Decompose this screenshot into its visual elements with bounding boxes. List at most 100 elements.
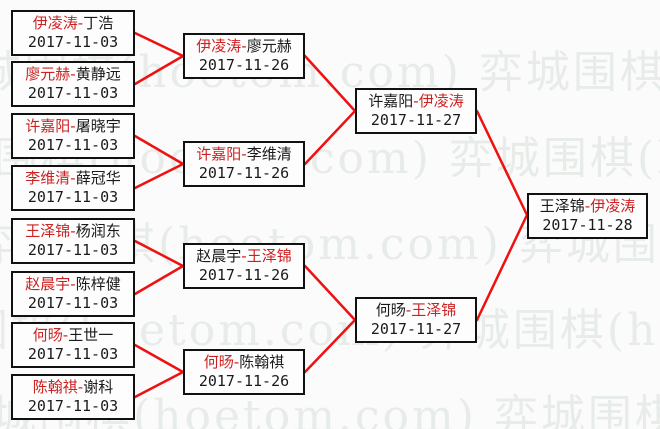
player-name: 何旸 — [32, 326, 63, 344]
match-date: 2017-11-03 — [27, 136, 119, 154]
match-players: 何旸-陈翰祺 — [185, 352, 303, 372]
player-name: 赵晨宇 — [25, 275, 71, 293]
match-date: 2017-11-27 — [370, 320, 462, 338]
match-box-final: 王泽锦-伊凌涛 2017-11-28 — [527, 193, 648, 239]
match-box-r1-m4: 李维清-薛冠华 2017-11-03 — [11, 165, 135, 211]
vs-dash: - — [70, 117, 76, 135]
vs-dash: - — [241, 37, 247, 55]
connector-line — [133, 239, 185, 268]
match-players: 许嘉阳-李维清 — [185, 144, 303, 164]
connector-line — [133, 31, 185, 58]
match-date: 2017-11-26 — [198, 266, 290, 284]
connector-line — [475, 109, 529, 217]
match-box-r1-m7: 何旸-王世一 2017-11-03 — [11, 322, 135, 368]
player-name: 许嘉阳 — [196, 145, 242, 163]
match-date: 2017-11-03 — [27, 294, 119, 312]
vs-dash: - — [413, 92, 419, 110]
match-box-r1-m5: 王泽锦-杨润东 2017-11-03 — [11, 218, 135, 264]
player-name: 何旸 — [375, 301, 406, 319]
connector-line — [475, 213, 529, 322]
player-name: 李维清 — [246, 145, 292, 163]
player-name: 陈翰祺 — [239, 353, 285, 371]
player-name: 伊凌涛 — [32, 14, 78, 32]
player-name: 陈梓健 — [75, 275, 121, 293]
match-players: 许嘉阳-屠晓宇 — [13, 116, 133, 136]
match-players: 赵晨宇-王泽锦 — [185, 246, 303, 266]
vs-dash: - — [405, 301, 412, 319]
vs-dash: - — [70, 275, 76, 293]
connector-line — [133, 54, 185, 86]
player-name: 赵晨宇 — [196, 247, 242, 265]
player-name: 杨润东 — [75, 222, 121, 240]
player-name: 王泽锦 — [539, 197, 585, 215]
match-date: 2017-11-03 — [27, 33, 119, 51]
player-name: 王泽锦 — [411, 301, 457, 319]
vs-dash: - — [70, 222, 76, 240]
vs-dash: - — [62, 326, 69, 344]
match-box-r2-m2: 许嘉阳-李维清 2017-11-26 — [183, 141, 305, 187]
vs-dash: - — [241, 145, 247, 163]
match-date: 2017-11-26 — [198, 164, 290, 182]
connector-line — [133, 162, 185, 190]
player-name: 王世一 — [68, 326, 114, 344]
player-name: 屠晓宇 — [75, 117, 121, 135]
match-date: 2017-11-03 — [27, 241, 119, 259]
vs-dash: - — [233, 353, 240, 371]
match-box-r2-m3: 赵晨宇-王泽锦 2017-11-26 — [183, 243, 305, 289]
match-date: 2017-11-03 — [27, 84, 119, 102]
match-players: 赵晨宇-陈梓健 — [13, 274, 133, 294]
match-players: 李维清-薛冠华 — [13, 168, 133, 188]
match-players: 许嘉阳-伊凌涛 — [357, 91, 475, 111]
player-name: 许嘉阳 — [368, 92, 414, 110]
connector-line — [303, 54, 357, 113]
player-name: 伊凌涛 — [590, 197, 636, 215]
match-box-r2-m1: 伊凌涛-廖元赫 2017-11-26 — [183, 33, 305, 79]
player-name: 谢科 — [83, 378, 114, 396]
player-name: 伊凌涛 — [196, 37, 242, 55]
connector-line — [303, 109, 357, 166]
player-name: 丁浩 — [83, 14, 114, 32]
match-players: 何旸-王世一 — [13, 325, 133, 345]
vs-dash: - — [77, 14, 84, 32]
match-date: 2017-11-03 — [27, 397, 119, 415]
connector-line — [133, 134, 185, 166]
match-players: 何旸-王泽锦 — [357, 300, 475, 320]
player-name: 李维清 — [25, 169, 71, 187]
vs-dash: - — [70, 169, 76, 187]
connector-line — [133, 370, 185, 399]
player-name: 许嘉阳 — [25, 117, 71, 135]
vs-dash: - — [584, 197, 591, 215]
player-name: 王泽锦 — [25, 222, 71, 240]
player-name: 何旸 — [203, 353, 234, 371]
match-box-r1-m8: 陈翰祺-谢科 2017-11-03 — [11, 374, 135, 420]
player-name: 黄静远 — [75, 65, 121, 83]
connector-line — [303, 264, 357, 322]
vs-dash: - — [77, 378, 84, 396]
match-players: 王泽锦-伊凌涛 — [529, 196, 646, 216]
vs-dash: - — [241, 247, 247, 265]
match-players: 王泽锦-杨润东 — [13, 221, 133, 241]
match-date: 2017-11-26 — [198, 372, 290, 390]
match-date: 2017-11-27 — [370, 111, 462, 129]
match-players: 伊凌涛-丁浩 — [13, 13, 133, 33]
match-box-r1-m2: 廖元赫-黄静远 2017-11-03 — [11, 61, 135, 107]
match-box-sf-m1: 许嘉阳-伊凌涛 2017-11-27 — [355, 88, 477, 134]
match-box-r1-m1: 伊凌涛-丁浩 2017-11-03 — [11, 10, 135, 56]
match-box-sf-m2: 何旸-王泽锦 2017-11-27 — [355, 297, 477, 343]
match-players: 伊凌涛-廖元赫 — [185, 36, 303, 56]
match-date: 2017-11-03 — [27, 345, 119, 363]
match-date: 2017-11-03 — [27, 188, 119, 206]
connector-line — [133, 264, 185, 296]
match-date: 2017-11-28 — [542, 216, 633, 234]
player-name: 陈翰祺 — [32, 378, 78, 396]
vs-dash: - — [70, 65, 76, 83]
match-date: 2017-11-26 — [198, 56, 290, 74]
player-name: 薛冠华 — [75, 169, 121, 187]
match-box-r1-m6: 赵晨宇-陈梓健 2017-11-03 — [11, 271, 135, 317]
player-name: 廖元赫 — [25, 65, 71, 83]
player-name: 伊凌涛 — [418, 92, 464, 110]
connector-line — [303, 318, 357, 374]
match-box-r2-m4: 何旸-陈翰祺 2017-11-26 — [183, 349, 305, 395]
match-box-r1-m3: 许嘉阳-屠晓宇 2017-11-03 — [11, 113, 135, 159]
